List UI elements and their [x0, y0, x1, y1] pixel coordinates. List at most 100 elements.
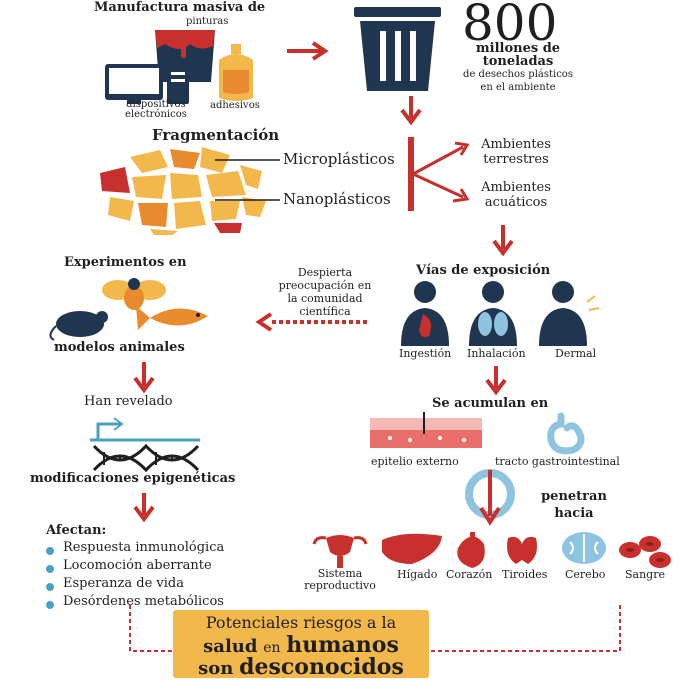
adhesive-bottle-icon [219, 44, 253, 101]
blood-cells-icon [619, 536, 671, 568]
concern-line3: la comunidad [287, 292, 363, 305]
experiments-title: Experimentos en [64, 255, 187, 270]
terrestrial-line1: Ambientes [481, 137, 551, 152]
arrow-down-icon [133, 362, 155, 394]
affect-item: Desórdenes metabólicos [63, 594, 224, 609]
affect-item: Respuesta inmunológica [63, 540, 225, 555]
conclusion-line2: salud en humanos [173, 632, 429, 658]
aquatic-line2: acuáticos [484, 195, 548, 210]
accumulate-title: Se acumulan en [432, 396, 549, 411]
waste-line1: millones de [475, 41, 561, 56]
conclusion-word-son: son [198, 658, 234, 679]
arrow-down-icon [492, 225, 514, 257]
exposure-silhouettes [401, 281, 600, 346]
thyroid-icon [507, 536, 537, 564]
waste-number: 800 [462, 0, 558, 52]
waste-line4: en el ambiente [480, 82, 556, 93]
paints-label: pinturas [186, 16, 229, 27]
dna-gene-icon [90, 417, 200, 473]
conclusion-line3: son desconocidos [173, 654, 429, 680]
reproductive-label: Sistema reproductivo [304, 568, 376, 592]
animal-models-icons [49, 278, 208, 341]
mouse-icon [49, 311, 108, 341]
inhalation-label: Inhalación [467, 347, 526, 360]
computer-monitor-icon [105, 64, 163, 104]
brain-label: Cerebo [565, 568, 606, 581]
fragmentation-title: Fragmentación [152, 126, 280, 144]
microplastics-label: Microplásticos [283, 150, 395, 168]
plastic-fragments-icon [100, 147, 266, 235]
gi-tract-label: tracto gastrointestinal [495, 455, 620, 468]
conclusion-word-salud: salud [203, 636, 258, 657]
fish-icon [136, 306, 208, 330]
ingestion-figure-icon [401, 281, 449, 346]
animal-models-label: modelos animales [54, 340, 185, 355]
manufacturing-icons [105, 30, 253, 104]
concern-line4: científica [299, 305, 351, 318]
bracket-arrows-icon [408, 137, 470, 211]
arrow-down-icon [400, 96, 422, 126]
penetrate-label: penetran hacia [540, 488, 608, 522]
liver-icon [382, 533, 442, 564]
heart-label: Corazón [446, 568, 493, 581]
uterus-icon [312, 535, 368, 568]
devices-label-line1: dispositivos [126, 99, 186, 110]
organ-icons [312, 532, 671, 568]
dermal-label: Dermal [555, 347, 597, 360]
arrow-down-icon [133, 493, 155, 523]
conclusion-word-en: en [263, 640, 281, 656]
fly-icon [102, 278, 166, 310]
dermal-figure-icon [539, 281, 600, 346]
liver-label: Hígado [397, 568, 438, 581]
bullet-icon [46, 547, 54, 555]
devices-label-line2: electrónicos [125, 109, 187, 120]
revealed-title: Han revelado [84, 394, 173, 409]
dashed-connector-lines [129, 605, 621, 652]
bullet-icon [46, 601, 54, 609]
inhalation-figure-icon [469, 281, 517, 346]
blood-label: Sangre [625, 568, 665, 581]
manufacturing-title: Manufactura masiva de [94, 0, 266, 15]
heart-icon [457, 532, 485, 568]
exposure-title: Vías de exposición [416, 263, 551, 278]
aquatic-line1: Ambientes [481, 180, 551, 195]
conclusion-box: Potenciales riesgos a la salud en humano… [173, 610, 429, 680]
aquatic-label: Ambientes acuáticos [470, 180, 562, 210]
affect-item: Locomoción aberrante [63, 558, 212, 573]
waste-line2: toneladas [482, 54, 554, 69]
reproductive-line2: reproductivo [304, 579, 376, 592]
conclusion-word-humanos: humanos [286, 632, 399, 658]
stomach-icon [547, 412, 585, 455]
waste-text: millones de toneladas de desechos plásti… [448, 42, 588, 94]
affect-title: Afectan: [46, 523, 107, 538]
bullet-icon [46, 583, 54, 591]
devices-label: dispositivos electrónicos [125, 100, 187, 120]
arrow-right-icon [287, 41, 329, 61]
penetrate-line1: penetran [541, 489, 607, 504]
computer-tower-icon [167, 66, 189, 104]
skin-epithelium-icon [370, 412, 482, 448]
epigenetic-label: modificaciones epigenéticas [30, 471, 236, 486]
terrestrial-label: Ambientes terrestres [470, 137, 562, 167]
terrestrial-line2: terrestres [483, 152, 549, 167]
ingestion-label: Ingestión [399, 347, 452, 360]
arrow-down-icon [485, 366, 507, 396]
brain-icon [562, 532, 606, 564]
epithelium-label: epitelio externo [371, 455, 459, 468]
concern-line2: preocupación en [278, 279, 372, 292]
conclusion-word-desconocidos: desconocidos [239, 654, 404, 680]
waste-line3: de desechos plásticos [463, 69, 573, 80]
fragment-pointer-lines [215, 159, 280, 201]
affect-item: Esperanza de vida [63, 576, 184, 591]
trash-can-icon [354, 7, 441, 91]
nanoplastics-label: Nanoplásticos [283, 190, 391, 208]
dotted-arrow-left-icon [255, 312, 367, 332]
concern-line1: Despierta [297, 266, 353, 279]
concern-text: Despierta preocupación en la comunidad c… [270, 266, 380, 318]
penetrate-line2: hacia [554, 506, 594, 521]
adhesives-label: adhesivos [210, 100, 260, 111]
conclusion-line1: Potenciales riesgos a la [205, 613, 397, 632]
penetration-ring-arrow-icon [465, 469, 515, 526]
reproductive-line1: Sistema [317, 567, 363, 580]
